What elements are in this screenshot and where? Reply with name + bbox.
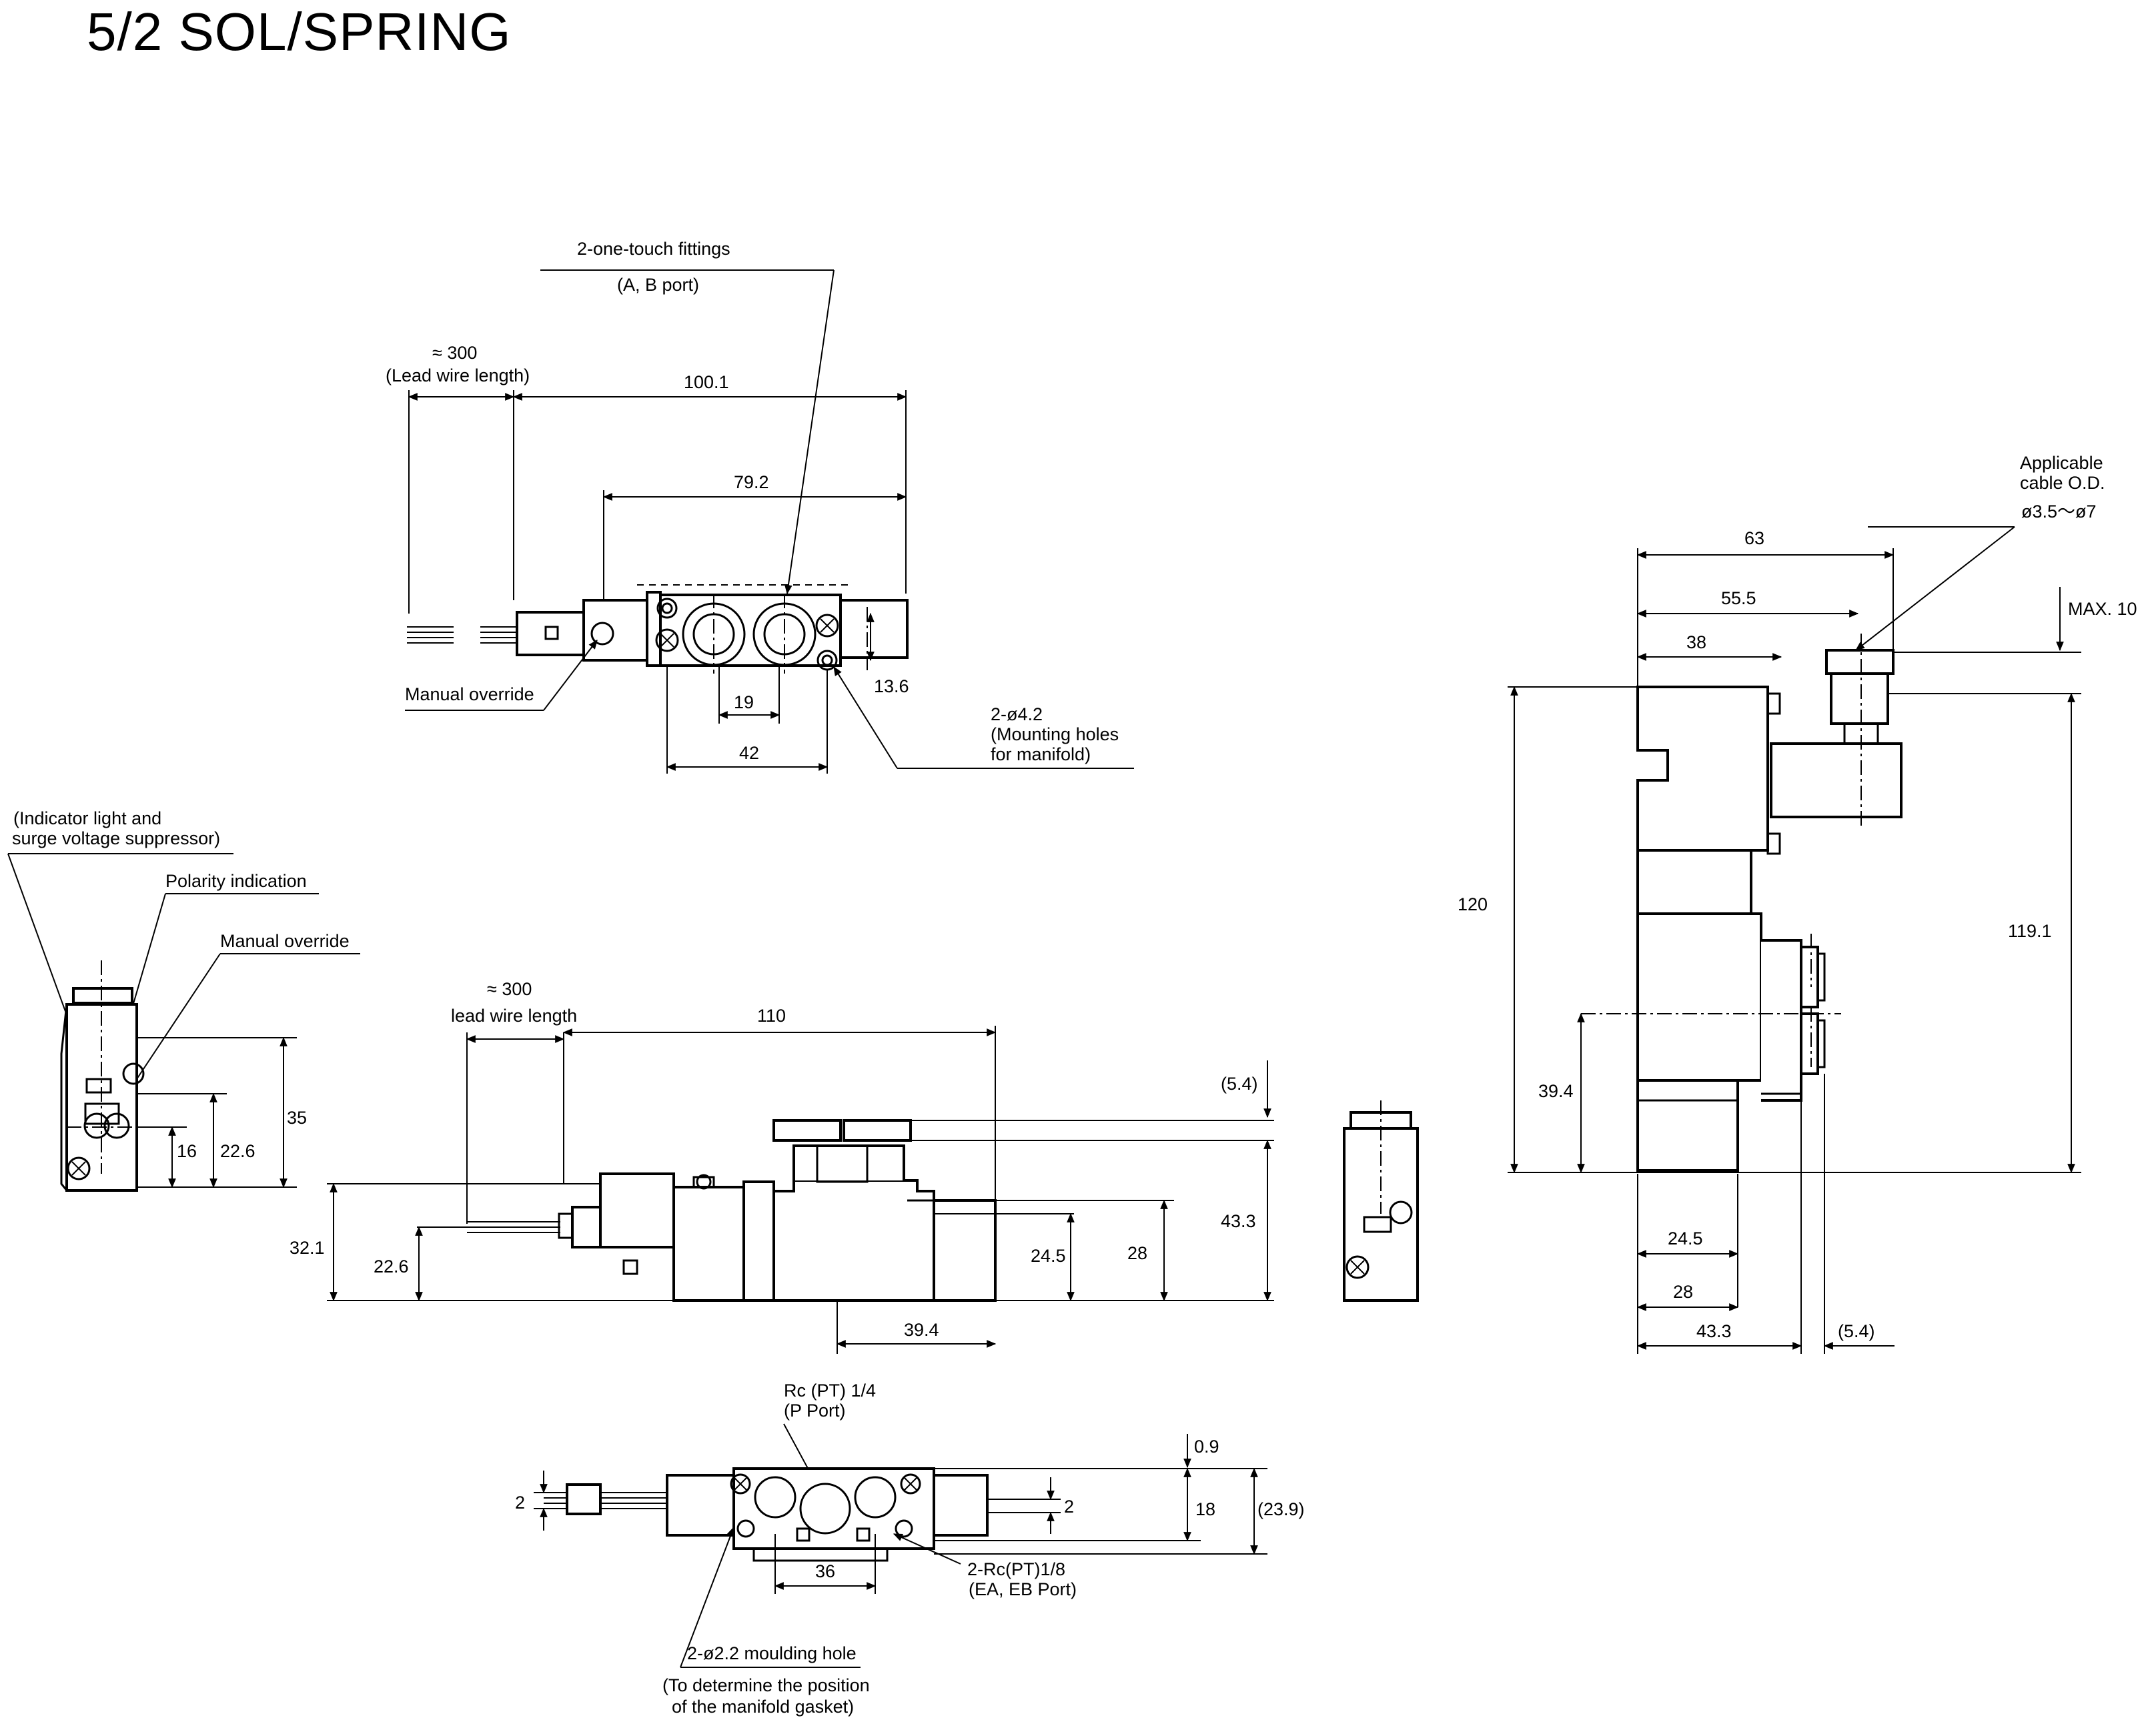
moulding-hole-1: 2-ø2.2 moulding hole (687, 1643, 857, 1663)
end-dim-35: 35 (287, 1108, 307, 1128)
front-dim-24-5: 24.5 (1031, 1246, 1066, 1266)
din-view: Applicable cable O.D. ø3.5～ø7 63 55.5 MA… (1458, 453, 2137, 1354)
din-dim-39-4: 39.4 (1538, 1081, 1574, 1101)
lead-label-front: lead wire length (451, 1006, 577, 1026)
din-dim-5-4: (5.4) (1838, 1321, 1875, 1341)
front-dim-43-3: 43.3 (1221, 1211, 1256, 1231)
lead-label-top: (Lead wire length) (386, 365, 530, 385)
exhaust-port-1: 2-Rc(PT)1/8 (967, 1559, 1065, 1579)
cable-od-2: cable O.D. (2020, 473, 2105, 493)
fittings-sub: (A, B port) (617, 275, 699, 295)
front-dim-39-4: 39.4 (904, 1320, 939, 1340)
dim-36: 36 (815, 1561, 835, 1581)
dim-2-left: 2 (515, 1493, 525, 1513)
din-dim-120: 120 (1458, 894, 1488, 914)
front-view: ≈ 300 lead wire length 110 (5.4) (290, 979, 1419, 1354)
front-dim-28: 28 (1127, 1243, 1147, 1263)
din-dim-24-5: 24.5 (1668, 1228, 1703, 1248)
top-view: 2-one-touch fittings (A, B port) ≈ 300 (… (386, 239, 1134, 774)
din-dim-max10: MAX. 10 (2068, 599, 2137, 619)
indicator-label-1: (Indicator light and (13, 808, 161, 828)
bottom-view: Rc (PT) 1/4 (P Port) 0.9 2 (515, 1381, 1305, 1717)
dim-42: 42 (739, 743, 759, 763)
end-dim-16: 16 (177, 1141, 197, 1161)
polarity-label: Polarity indication (165, 871, 307, 891)
p-port-1: Rc (PT) 1/4 (784, 1381, 876, 1401)
moulding-hole-3: of the manifold gasket) (672, 1697, 854, 1717)
din-dim-63: 63 (1744, 528, 1764, 548)
cable-od-3: ø3.5～ø7 (2021, 502, 2097, 522)
mount-holes-2: (Mounting holes (991, 724, 1119, 744)
dim-13-6: 13.6 (874, 676, 909, 696)
dim-18: 18 (1195, 1499, 1215, 1519)
moulding-hole-2: (To determine the position (662, 1675, 870, 1695)
exhaust-port-2: (EA, EB Port) (969, 1579, 1077, 1599)
lead-length-front: ≈ 300 (487, 979, 532, 999)
page-title: 5/2 SOL/SPRING (87, 2, 512, 61)
din-dim-119-1: 119.1 (2008, 921, 2052, 941)
front-dim-110: 110 (757, 1006, 786, 1026)
din-dim-38: 38 (1686, 632, 1706, 652)
front-dim-32-1: 32.1 (290, 1238, 325, 1258)
indicator-label-2: surge voltage suppressor) (12, 828, 220, 848)
front-dim-22-6: 22.6 (374, 1256, 409, 1276)
front-dim-5-4: (5.4) (1221, 1074, 1258, 1094)
din-dim-55-5: 55.5 (1721, 588, 1756, 608)
dim-100-1: 100.1 (684, 372, 729, 392)
mount-holes-3: for manifold) (991, 744, 1091, 764)
mount-holes-1: 2-ø4.2 (991, 704, 1043, 724)
din-dim-28: 28 (1673, 1282, 1693, 1302)
end-dim-22-6: 22.6 (220, 1141, 255, 1161)
dim-0-9: 0.9 (1194, 1437, 1219, 1457)
dim-79-2: 79.2 (734, 472, 769, 492)
din-dim-43-3: 43.3 (1696, 1321, 1732, 1341)
dim-2-right: 2 (1064, 1497, 1074, 1517)
p-port-2: (P Port) (784, 1401, 846, 1421)
cable-od-1: Applicable (2020, 453, 2103, 473)
dim-19: 19 (734, 692, 754, 712)
end-view: (Indicator light and surge voltage suppr… (7, 808, 360, 1192)
dim-23-9: (23.9) (1257, 1499, 1305, 1519)
manual-override-top: Manual override (405, 684, 534, 704)
end-manual-override: Manual override (220, 931, 350, 951)
lead-length-top: ≈ 300 (432, 343, 477, 363)
fittings-label: 2-one-touch fittings (577, 239, 730, 259)
